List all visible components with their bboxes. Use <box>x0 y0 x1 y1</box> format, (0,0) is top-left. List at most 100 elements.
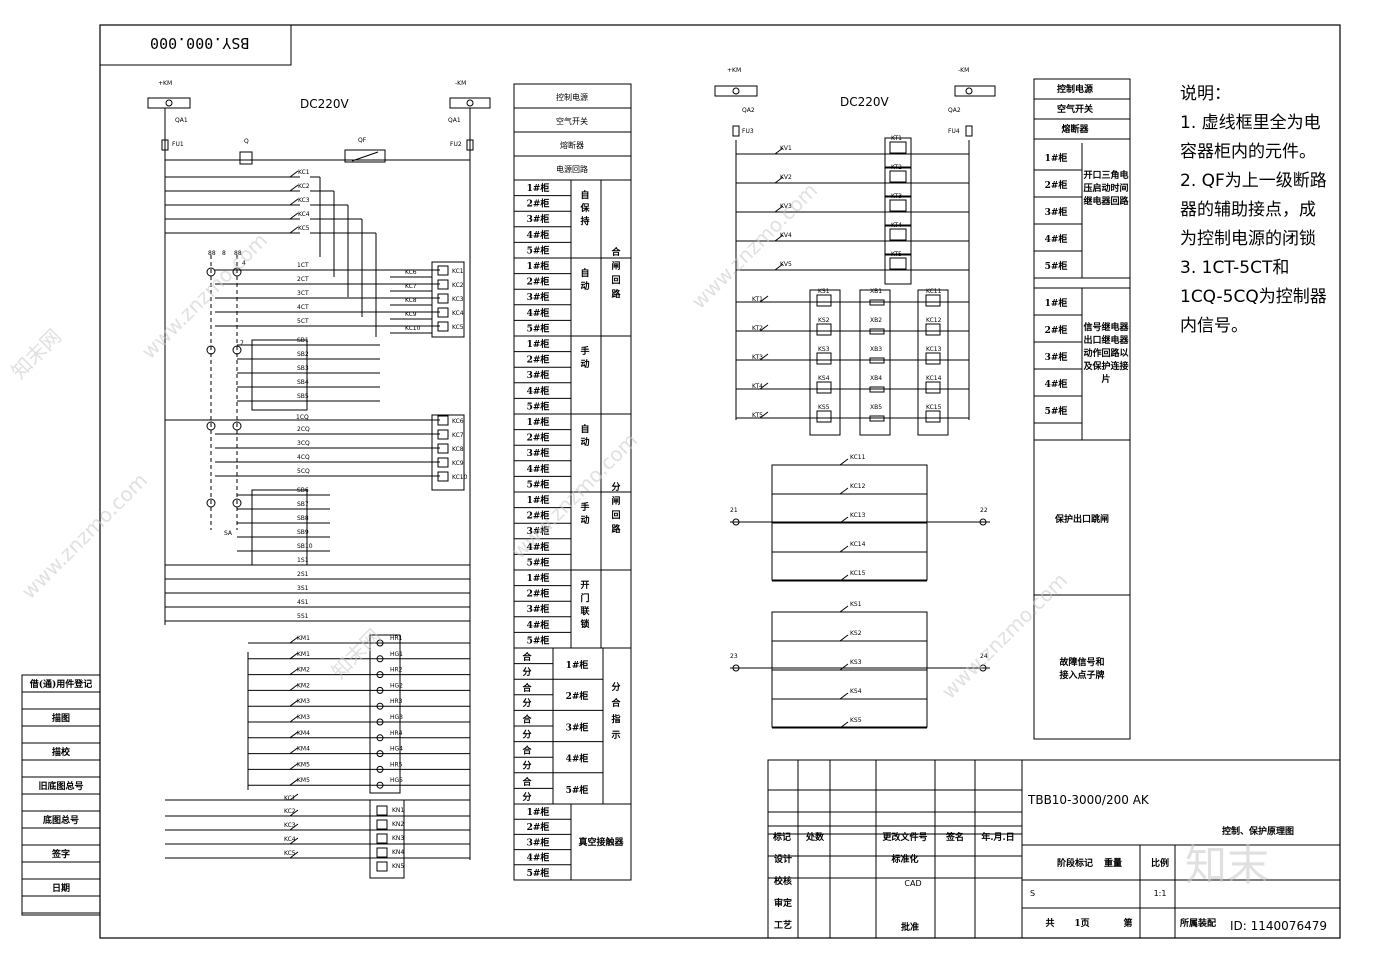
kt-contact <box>759 353 769 361</box>
kc-label: KC4 <box>298 211 310 218</box>
qf-contact <box>344 149 386 163</box>
km-label: KM1 <box>297 635 310 642</box>
relay-coil <box>437 321 449 332</box>
kc-contact <box>839 516 849 524</box>
relay-box <box>431 261 465 338</box>
cabinet-label: 1#柜 <box>527 338 550 350</box>
kt-contact-label: KT1 <box>752 296 763 303</box>
cabinet-label: 5#柜 <box>566 784 589 796</box>
relay-group <box>809 289 841 436</box>
kv-contact <box>774 176 784 184</box>
lamp-label: HG2 <box>390 682 403 689</box>
table-header: 电源回路 <box>556 164 588 174</box>
km-contact <box>289 636 299 644</box>
fu3-label: FU3 <box>742 128 754 135</box>
relay-coil <box>376 833 388 844</box>
indicator-label: 分 <box>611 681 620 693</box>
kc-contact <box>289 851 299 859</box>
kc-label: KC1 <box>284 795 296 802</box>
relay-coil <box>437 443 449 454</box>
node-label: 23 <box>730 653 738 660</box>
terminal <box>165 99 173 107</box>
ct-label: 1CT <box>297 262 309 269</box>
weight-label: 重量 <box>1104 857 1122 869</box>
kn-label: KN1 <box>392 807 404 814</box>
cabinet-label: 1#柜 <box>527 572 550 584</box>
cabinet-label: 1#柜 <box>527 416 550 428</box>
function-table <box>513 83 632 881</box>
side-row-label: 日期 <box>52 882 70 894</box>
relay-box <box>884 253 912 285</box>
cad-label: CAD <box>904 879 921 888</box>
lamp-label: HG5 <box>390 777 403 784</box>
fu4-label: FU4 <box>948 128 960 135</box>
cabinet-label: 1#柜 <box>527 806 550 818</box>
xb-label: XB5 <box>870 404 882 411</box>
kc-coil <box>925 352 941 365</box>
km-contact <box>289 763 299 770</box>
kv-contact <box>774 205 784 213</box>
cabinet-label: 1#柜 <box>1045 152 1068 164</box>
group-sub-label: 自 <box>580 189 589 201</box>
cabinet-label: 5#柜 <box>527 634 550 646</box>
ct-label: 4CT <box>297 304 309 311</box>
relay-coil <box>437 279 449 290</box>
ct-label: 5CT <box>297 318 309 325</box>
dc-voltage-label: DC220V <box>300 97 350 111</box>
ks-label: KS4 <box>818 375 830 382</box>
kc-label: KC3 <box>284 822 296 829</box>
km-label: KM1 <box>297 651 310 658</box>
kc-coil <box>925 323 941 336</box>
cabinet-label: 4#柜 <box>527 852 550 864</box>
table-header: 空气开关 <box>1057 103 1093 115</box>
title-block <box>767 759 1341 939</box>
button-group <box>251 339 308 411</box>
group1-label: 继电器回路 <box>1083 195 1129 207</box>
cabinet-label: 5#柜 <box>527 478 550 490</box>
s1-label: 2S1 <box>297 571 309 578</box>
sa-label: SA <box>224 530 233 537</box>
qa1-label: QA1 <box>175 117 188 124</box>
sb-label: SB7 <box>297 501 309 508</box>
ratio-label: 1:1 <box>1154 889 1167 898</box>
kv-label: KV2 <box>780 174 792 181</box>
kc-contact <box>289 823 299 831</box>
breaker-symbol <box>714 85 758 97</box>
ks-coil <box>816 294 832 307</box>
group-sub-label: 动 <box>580 515 589 526</box>
lamp <box>376 765 384 773</box>
relay-box <box>884 195 912 227</box>
kt-contact <box>759 382 769 390</box>
cabinet-label: 3#柜 <box>566 721 589 733</box>
kc-label: KC6 <box>405 269 417 276</box>
q-contact <box>239 151 253 165</box>
relay-group <box>917 289 949 436</box>
kv-label: KV5 <box>780 261 792 268</box>
kt-contact-label: KT3 <box>752 354 763 361</box>
cabinet-label: 3#柜 <box>1045 206 1068 218</box>
relay-label: KC2 <box>452 282 464 289</box>
xb-label: XB1 <box>870 288 882 295</box>
relay-label: KC3 <box>452 296 464 303</box>
lamp <box>376 639 384 647</box>
xb-link <box>869 415 885 422</box>
ks-label: KS2 <box>818 317 830 324</box>
title-col-label: 签名 <box>945 831 964 843</box>
kn-label: KN3 <box>392 835 404 842</box>
group-sub-label: 联 <box>580 605 590 617</box>
group1-label: 开口三角电 <box>1083 169 1128 181</box>
group-sub-label: 动 <box>580 437 589 448</box>
km-contact <box>289 684 299 691</box>
group2-label: 出口继电器 <box>1083 334 1129 346</box>
he-label: 合 <box>522 745 532 757</box>
pages-label: 1页 <box>1074 918 1089 929</box>
relay-label: KC8 <box>452 446 464 453</box>
group-sub-label: 持 <box>580 215 589 227</box>
kc-contact <box>839 458 849 466</box>
cabinet-label: 5#柜 <box>1045 260 1068 272</box>
relay-box <box>884 137 912 169</box>
relay-coil <box>437 429 449 440</box>
terminal <box>965 87 973 95</box>
owner-label: 所属装配 <box>1180 917 1216 929</box>
group-sub-label: 自 <box>580 423 589 435</box>
